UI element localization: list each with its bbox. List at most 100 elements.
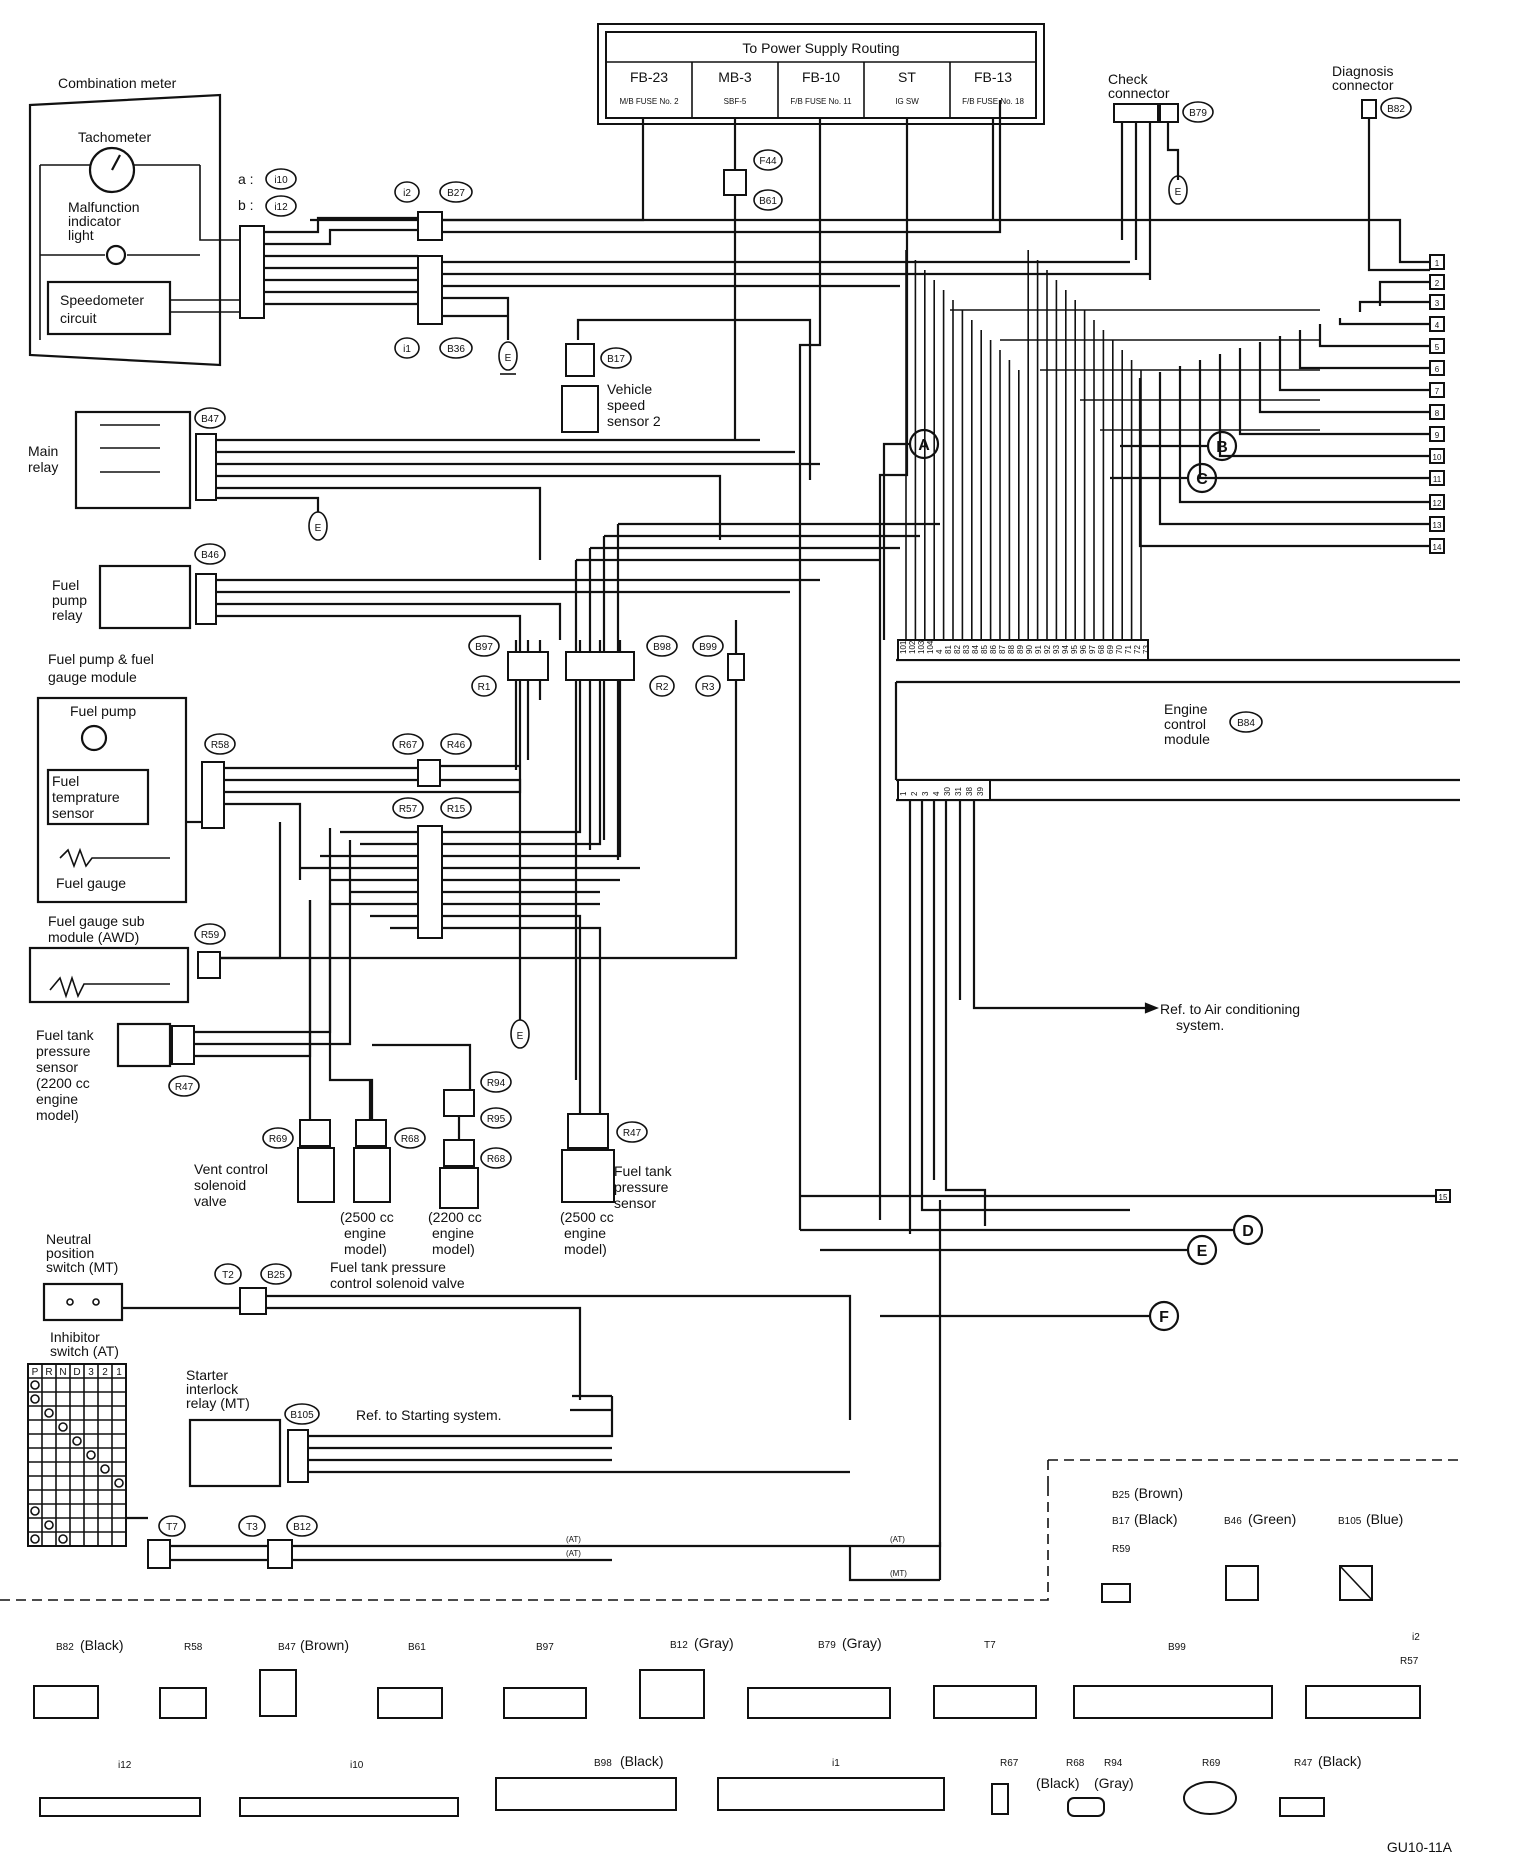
svg-text:system.: system. bbox=[1176, 1017, 1224, 1033]
mil-label-3: light bbox=[68, 227, 94, 243]
svg-text:model): model) bbox=[564, 1241, 607, 1257]
svg-text:B97: B97 bbox=[536, 1642, 554, 1653]
ps-col-1: FB-23 bbox=[630, 69, 668, 85]
right-terminal-14-label: 14 bbox=[1433, 543, 1442, 552]
fpr-label-1: Fuel bbox=[52, 577, 79, 593]
power-supply-title: To Power Supply Routing bbox=[742, 40, 899, 56]
main-relay: Main relay B47 E bbox=[28, 407, 820, 560]
svg-text:R58: R58 bbox=[211, 740, 230, 751]
svg-text:B105: B105 bbox=[290, 1410, 314, 1421]
svg-text:engine: engine bbox=[564, 1225, 606, 1241]
svg-text:B17: B17 bbox=[607, 354, 625, 365]
ftp-control-solenoid-2500: R68 (2500 cc engine model) bbox=[340, 1119, 426, 1257]
svg-text:R67: R67 bbox=[1000, 1758, 1019, 1769]
svg-text:switch (MT): switch (MT) bbox=[46, 1259, 118, 1275]
svg-text:D: D bbox=[1242, 1223, 1254, 1240]
connector-b99: B99 R3 bbox=[220, 620, 745, 960]
ps-col-2: MB-3 bbox=[718, 69, 752, 85]
right-terminal-2-label: 2 bbox=[1435, 279, 1440, 288]
ecm-pin-bottom-30: 30 bbox=[943, 787, 952, 796]
svg-text:i1: i1 bbox=[832, 1758, 840, 1769]
svg-text:(2200 cc: (2200 cc bbox=[428, 1209, 482, 1225]
ecm-pin-97: 97 bbox=[1088, 645, 1097, 654]
ecm-feed-bus bbox=[905, 250, 1320, 640]
inhibitor-pos-N: N bbox=[59, 1367, 66, 1378]
vehicle-speed-sensor-2: B17 Vehicle speed sensor 2 bbox=[561, 318, 812, 480]
ecm-pin-92: 92 bbox=[1043, 645, 1052, 654]
svg-text:B17: B17 bbox=[1112, 1516, 1130, 1527]
mil-label-2: indicator bbox=[68, 213, 121, 229]
ecm-pin-4: 4 bbox=[935, 649, 944, 654]
right-terminal-4-label: 4 bbox=[1435, 321, 1440, 330]
svg-text:B79: B79 bbox=[1189, 108, 1207, 119]
check-connector: Check connector B79 E bbox=[1108, 71, 1214, 280]
inhibitor-pos-1: 1 bbox=[116, 1367, 122, 1378]
svg-text:(Black): (Black) bbox=[1318, 1753, 1362, 1769]
svg-text:R59: R59 bbox=[1112, 1544, 1131, 1555]
svg-text:R59: R59 bbox=[201, 930, 220, 941]
svg-text:T3: T3 bbox=[246, 1522, 258, 1533]
legend-separator bbox=[0, 1460, 1049, 1601]
ps-col-2-sub: SBF-5 bbox=[724, 97, 747, 106]
svg-text:Vent control: Vent control bbox=[194, 1161, 268, 1177]
tachometer-label: Tachometer bbox=[78, 129, 151, 145]
ecm-pin-bottom-39: 39 bbox=[976, 787, 985, 796]
fpr-label-2: pump bbox=[52, 592, 87, 608]
svg-text:sensor: sensor bbox=[52, 805, 94, 821]
right-terminal-11-label: 11 bbox=[1433, 475, 1442, 484]
svg-text:i12: i12 bbox=[118, 1760, 132, 1771]
ps-col-3-sub: F/B FUSE No. 11 bbox=[790, 97, 852, 106]
vent-control-solenoid: R69 Vent control solenoid valve bbox=[194, 900, 472, 1209]
fuel-pump-label: Fuel pump bbox=[70, 703, 136, 719]
ground-fuel: E bbox=[510, 1000, 530, 1049]
svg-text:Neutral: Neutral bbox=[46, 1231, 91, 1247]
ps-col-4-sub: IG SW bbox=[895, 97, 919, 106]
svg-text:B27: B27 bbox=[447, 188, 465, 199]
inhibitor-pos-2: 2 bbox=[102, 1367, 108, 1378]
ecm-pin-104: 104 bbox=[926, 640, 935, 654]
inhibitor-pos-D: D bbox=[73, 1367, 80, 1378]
svg-text:B46: B46 bbox=[201, 550, 219, 561]
ps-col-1-sub: M/B FUSE No. 2 bbox=[619, 97, 679, 106]
svg-text:interlock: interlock bbox=[186, 1381, 239, 1397]
svg-text:switch (AT): switch (AT) bbox=[50, 1343, 119, 1359]
svg-text:R68: R68 bbox=[487, 1154, 506, 1165]
svg-text:Ref. to Air conditioning: Ref. to Air conditioning bbox=[1160, 1001, 1300, 1017]
ecm-pin-90: 90 bbox=[1025, 645, 1034, 654]
right-terminal-5-label: 5 bbox=[1435, 343, 1440, 352]
svg-text:module: module bbox=[1164, 731, 1210, 747]
right-terminal-8-label: 8 bbox=[1435, 409, 1440, 418]
ftp-control-solenoid-2200: R94 R95 R68 (2200 cc engine model) bbox=[428, 1071, 512, 1257]
inhibitor-pos-3: 3 bbox=[88, 1367, 94, 1378]
ecm-pin-101: 101 bbox=[899, 640, 908, 654]
ps-col-5: FB-13 bbox=[974, 69, 1012, 85]
svg-text:B46: B46 bbox=[1224, 1516, 1242, 1527]
ecm-pin-71: 71 bbox=[1124, 645, 1133, 654]
svg-text:F: F bbox=[1159, 1309, 1169, 1326]
svg-text:model): model) bbox=[344, 1241, 387, 1257]
connector-r67-r46: R67 R46 bbox=[392, 733, 522, 1000]
right-terminal-7-label: 7 bbox=[1435, 387, 1440, 396]
svg-text:B47: B47 bbox=[278, 1642, 296, 1653]
svg-text:model): model) bbox=[432, 1241, 475, 1257]
svg-text:(Black): (Black) bbox=[1036, 1775, 1080, 1791]
terminal-15: 15 bbox=[1439, 1193, 1448, 1202]
inhibitor-pos-R: R bbox=[45, 1367, 52, 1378]
svg-text:E: E bbox=[517, 1031, 524, 1042]
ground-meter: E bbox=[498, 341, 518, 375]
svg-text:(MT): (MT) bbox=[890, 1569, 907, 1578]
svg-text:B105: B105 bbox=[1338, 1516, 1362, 1527]
power-supply-box: To Power Supply Routing FB-23 M/B FUSE N… bbox=[597, 23, 1045, 125]
conn-i12-badge bbox=[265, 195, 297, 217]
vss2-label-3: sensor 2 bbox=[607, 413, 661, 429]
combination-meter: Combination meter Tachometer Malfunction… bbox=[28, 75, 297, 367]
svg-text:C: C bbox=[1196, 471, 1208, 488]
svg-text:E: E bbox=[1197, 1243, 1208, 1260]
svg-text:(Gray): (Gray) bbox=[694, 1635, 734, 1651]
starter-interlock-relay: Starter interlock relay (MT) B105 Ref. t… bbox=[186, 1367, 850, 1488]
ecm-pin-72: 72 bbox=[1133, 645, 1142, 654]
svg-text:R47: R47 bbox=[175, 1082, 194, 1093]
svg-text:R68: R68 bbox=[401, 1134, 420, 1145]
svg-text:i2: i2 bbox=[403, 188, 411, 199]
